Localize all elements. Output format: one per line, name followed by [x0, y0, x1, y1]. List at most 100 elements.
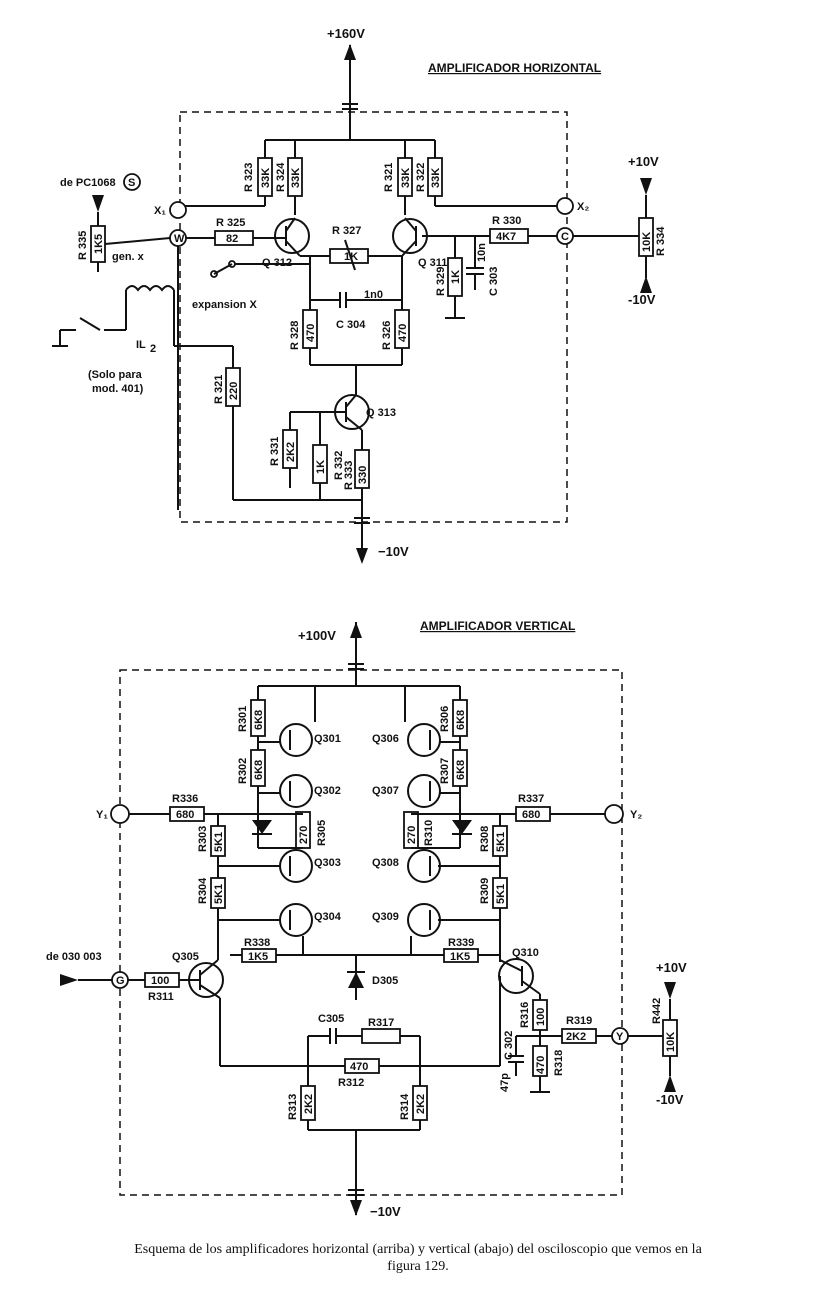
q310-label: Q310 [512, 947, 539, 959]
figure-caption: Esquema de los amplificadores horizontal… [0, 1241, 836, 1275]
r308-val: 5K1 [495, 832, 507, 852]
gen-x-label: gen. x [112, 251, 145, 263]
r324-ref: R 324 [275, 162, 287, 192]
r330-val: 4K7 [496, 231, 516, 243]
r313-ref: R313 [287, 1094, 299, 1120]
diode-d305 [348, 972, 364, 988]
r337-val: 680 [522, 809, 540, 821]
r323-val: 33K [260, 168, 272, 188]
caption-line-1: Esquema de los amplificadores horizontal… [134, 1242, 702, 1257]
vertical-amplifier: +100V AMPLIFICADOR VERTICAL R301 6K8 Q30… [46, 619, 687, 1219]
il2-label: IL [136, 339, 146, 351]
q304-label: Q304 [314, 911, 342, 923]
inductor-coil [125, 285, 175, 292]
r334-ref: R 334 [655, 226, 667, 256]
r316-ref: R316 [519, 1002, 531, 1028]
c303-ref: C 303 [488, 267, 500, 296]
node-s [123, 173, 141, 191]
r314-val: 2K2 [415, 1094, 427, 1114]
horizontal-title: AMPLIFICADOR HORIZONTAL [428, 61, 601, 75]
node-c-label: C [561, 231, 569, 243]
r321-val: 33K [400, 168, 412, 188]
c304-val: 1n0 [364, 289, 383, 301]
q301-label: Q301 [314, 733, 341, 745]
resistor-r338 [241, 948, 277, 963]
r327-ref: R 327 [332, 225, 361, 237]
transistor-q301 [279, 723, 313, 757]
r338-ref: R338 [244, 937, 270, 949]
resistor-r317 [361, 1028, 401, 1044]
r321-ref: R 321 [383, 163, 395, 192]
r334-val: 10K [641, 232, 653, 252]
node-y1-label: Y₁ [96, 809, 108, 821]
r304-ref: R304 [197, 877, 209, 904]
d305-label: D305 [372, 975, 398, 987]
r332-ref: R 332 [333, 451, 345, 480]
transistor-q306 [407, 723, 441, 757]
q307-label: Q307 [372, 785, 399, 797]
r323-ref: R 323 [243, 163, 255, 192]
r307-ref: R307 [439, 758, 451, 784]
r312-val: 470 [350, 1061, 368, 1073]
q309-label: Q309 [372, 911, 399, 923]
r335-ref: R 335 [77, 231, 89, 260]
r304-val: 5K1 [213, 884, 225, 904]
r309-ref: R309 [479, 878, 491, 904]
r331-val: 2K2 [285, 442, 297, 462]
r329-val: 1K [450, 270, 462, 284]
r301-val: 6K8 [253, 710, 265, 730]
r314-ref: R314 [399, 1093, 411, 1120]
r306-ref: R306 [439, 706, 451, 732]
r330-ref: R 330 [492, 215, 521, 227]
r307-val: 6K8 [455, 760, 467, 780]
transistor-q302 [279, 774, 313, 808]
caption-line-2: figura 129. [387, 1259, 449, 1274]
c303-val: 10n [476, 243, 488, 262]
vertical-enclosure [119, 669, 623, 1196]
r317-ref: R317 [368, 1017, 394, 1029]
r306-val: 6K8 [455, 710, 467, 730]
r302-ref: R302 [237, 758, 249, 784]
horizontal-source-label: de PC1068 [60, 177, 116, 189]
r321-220-val: 220 [228, 382, 240, 400]
r339-ref: R339 [448, 937, 474, 949]
node-y1 [110, 804, 130, 824]
r333-ref: R 333 [343, 461, 355, 490]
r322-ref: R 322 [415, 163, 427, 192]
node-g-label: G [116, 975, 125, 987]
r336-val: 680 [176, 809, 194, 821]
horizontal-rail-bottom-label: −10V [378, 544, 409, 559]
r333-val: 330 [357, 466, 369, 484]
il2-sub: 2 [150, 343, 156, 355]
r321-220-ref: R 321 [213, 375, 225, 404]
r318-ref: R318 [553, 1050, 565, 1076]
r305-val: 270 [298, 826, 310, 844]
r318-val: 470 [535, 1056, 547, 1074]
horizontal-amplifier: +160V AMPLIFICADOR HORIZONTAL R 323 33K … [52, 26, 667, 564]
transistor-q307 [407, 774, 441, 808]
r301-ref: R301 [237, 706, 249, 732]
node-y2-label: Y₂ [630, 809, 642, 821]
transistor-q310 [498, 958, 534, 994]
node-w-label: W [174, 233, 185, 245]
vertical-side-top-label: +10V [656, 960, 687, 975]
q305-label: Q305 [172, 951, 199, 963]
horizontal-side-top-label: +10V [628, 154, 659, 169]
expansion-x-label: expansion X [192, 299, 257, 311]
transistor-q308 [407, 849, 441, 883]
c305-ref: C305 [318, 1013, 344, 1025]
q313-label: Q 313 [366, 407, 396, 419]
r316-val: 100 [535, 1008, 547, 1026]
node-x2-label: X₂ [577, 201, 589, 213]
r310-ref: R310 [423, 820, 435, 846]
r328-val: 470 [305, 324, 317, 342]
node-x1 [169, 201, 187, 219]
r322-val: 33K [430, 168, 442, 188]
node-x1-label: X₁ [154, 205, 166, 217]
horizontal-enclosure [179, 111, 568, 523]
horizontal-side-bottom-label: -10V [628, 292, 656, 307]
node-y2 [604, 804, 624, 824]
node-s-label: S [128, 177, 135, 189]
transistor-q309 [407, 903, 441, 937]
c302-ref: C 302 [503, 1031, 515, 1060]
